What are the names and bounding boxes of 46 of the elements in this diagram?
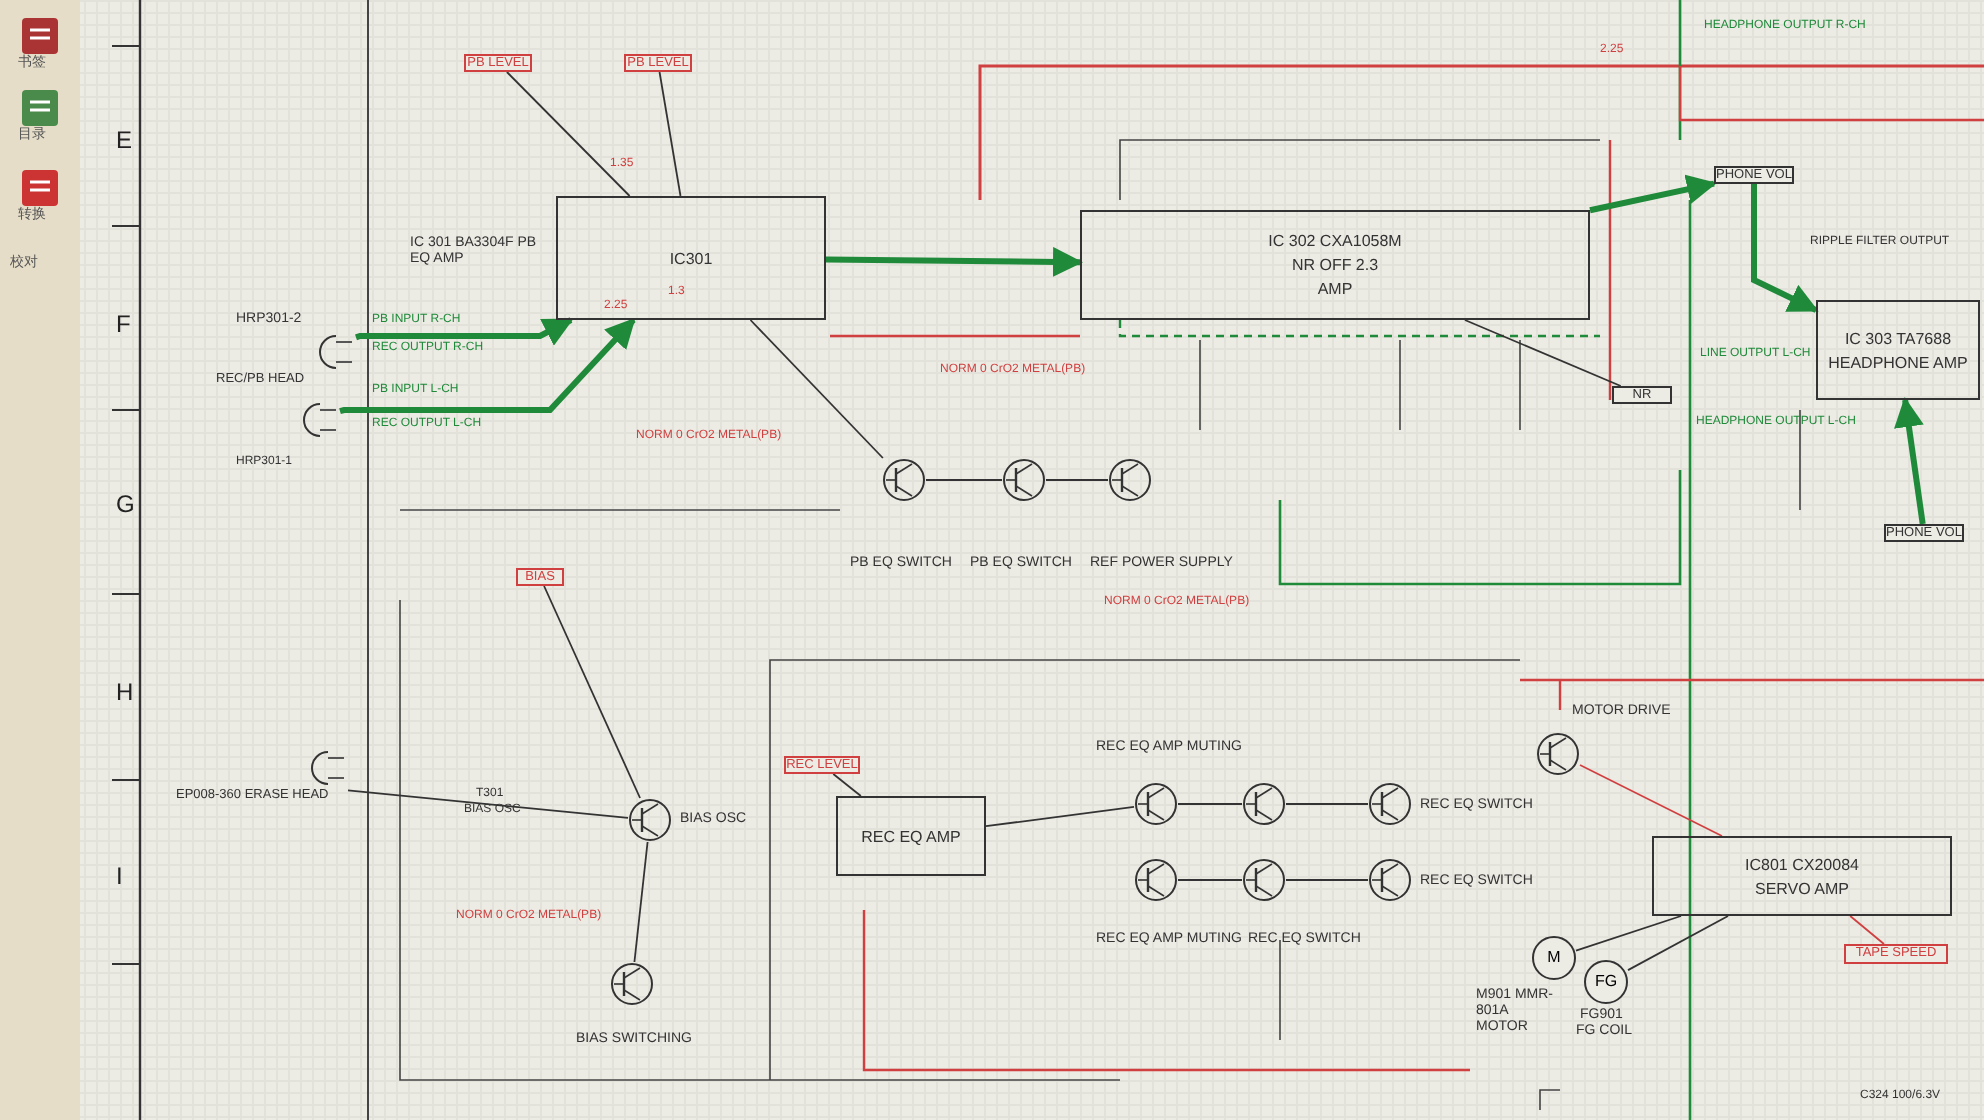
wire	[1177, 879, 1243, 881]
arrow	[825, 246, 1083, 277]
wire	[1849, 915, 1885, 945]
arrow	[355, 317, 574, 346]
wire	[1045, 479, 1109, 481]
chip-label: AMP	[1317, 280, 1353, 298]
wire	[1177, 803, 1243, 805]
wire	[925, 479, 1003, 481]
ic-chip	[556, 196, 826, 320]
arrow	[339, 317, 636, 415]
grid-letter: G	[116, 492, 135, 518]
motor-symbol: FG	[1584, 960, 1628, 1004]
chip-label: HEADPHONE AMP	[1828, 353, 1968, 371]
wire	[658, 71, 682, 197]
arrow	[1589, 174, 1717, 214]
ic-chip	[836, 796, 986, 876]
chip-label: IC 303 TA7688	[1844, 329, 1952, 347]
wire	[749, 319, 884, 459]
wire	[1575, 915, 1682, 952]
wire	[506, 71, 631, 197]
grid-letter: H	[116, 680, 134, 706]
grid-letter: E	[116, 128, 133, 154]
chip-label: IC801 CX20084	[1745, 855, 1859, 873]
chip-label: NR OFF 2.3	[1291, 256, 1379, 274]
chip-label: IC301	[669, 249, 713, 267]
arrow	[1894, 397, 1926, 525]
motor-symbol: M	[1532, 936, 1576, 980]
wire	[1285, 803, 1369, 805]
ic-chip	[1080, 210, 1590, 320]
grid-letter: F	[116, 312, 131, 338]
chip-label: IC 302 CXA1058M	[1268, 232, 1402, 250]
wire	[1579, 764, 1723, 837]
ic-chip	[1652, 836, 1952, 916]
wire	[1627, 915, 1729, 971]
wire	[1285, 879, 1369, 881]
chip-label: SERVO AMP	[1755, 879, 1849, 897]
ic-chip	[1816, 300, 1980, 400]
chip-label: REC EQ AMP	[861, 827, 961, 845]
wire	[832, 773, 862, 797]
wire	[347, 789, 629, 819]
wire	[985, 805, 1135, 828]
wire	[633, 841, 649, 963]
arrow	[1751, 184, 1819, 313]
wire	[1464, 319, 1622, 387]
grid-letter: I	[116, 864, 123, 890]
wire	[543, 585, 641, 799]
